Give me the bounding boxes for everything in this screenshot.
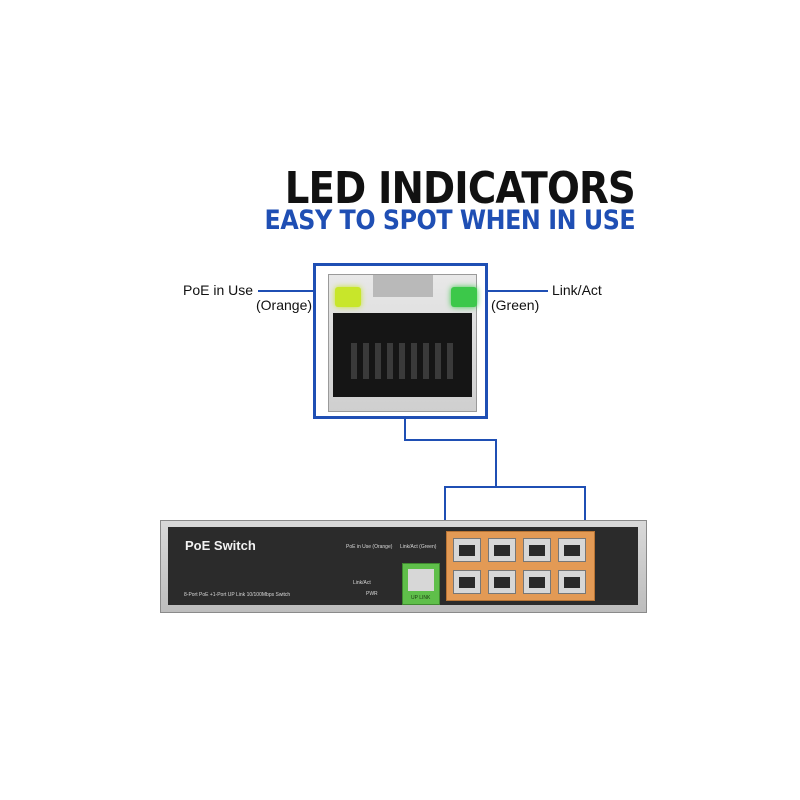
connector-line-2 [404,439,497,441]
uplink-label: UP LINK [411,595,431,601]
port-1 [453,538,481,562]
switch-front-panel: PoE Switch 8-Port PoE +1-Port UP Link 10… [168,527,638,605]
port-8 [558,570,586,594]
connector-line-6 [584,486,586,523]
connector-line-1 [404,419,406,441]
port-4 [558,538,586,562]
green-label: (Green) [491,297,540,313]
right-callout-line [472,290,548,292]
connector-line-5 [444,486,446,523]
link-act-label: Link/Act [552,282,602,298]
port-2 [488,538,516,562]
port-6 [488,570,516,594]
poe-port-group [446,531,595,601]
jack-tab [373,275,433,297]
port-5 [453,570,481,594]
legend-poe: PoE in Use (Orange) [346,544,393,550]
port-3 [523,538,551,562]
headline-title: LED INDICATORS [284,163,636,214]
legend-link: Link/Act (Green) [400,544,437,550]
connector-line-3 [495,439,497,488]
switch-brand: PoE Switch [185,538,256,553]
poe-in-use-label: PoE in Use [183,282,254,298]
uplink-jack [408,569,434,591]
orange-label: (Orange) [256,297,313,313]
led-pwr-label: PWR [366,591,378,597]
connector-line-4 [444,486,586,488]
jack-pins [351,343,453,379]
link-led [451,287,477,307]
poe-switch: PoE Switch 8-Port PoE +1-Port UP Link 10… [160,520,647,613]
rj45-jack [328,274,477,412]
uplink-port: UP LINK [402,563,440,605]
poe-led [335,287,361,307]
led-link-label: Link/Act [353,580,371,586]
port-7 [523,570,551,594]
headline-subtitle: EASY TO SPOT WHEN IN USE [264,205,635,236]
left-callout-line [258,290,330,292]
jack-zoom-frame [313,263,488,419]
switch-description: 8-Port PoE +1-Port UP Link 10/100Mbps Sw… [184,592,291,598]
jack-opening [333,313,472,397]
